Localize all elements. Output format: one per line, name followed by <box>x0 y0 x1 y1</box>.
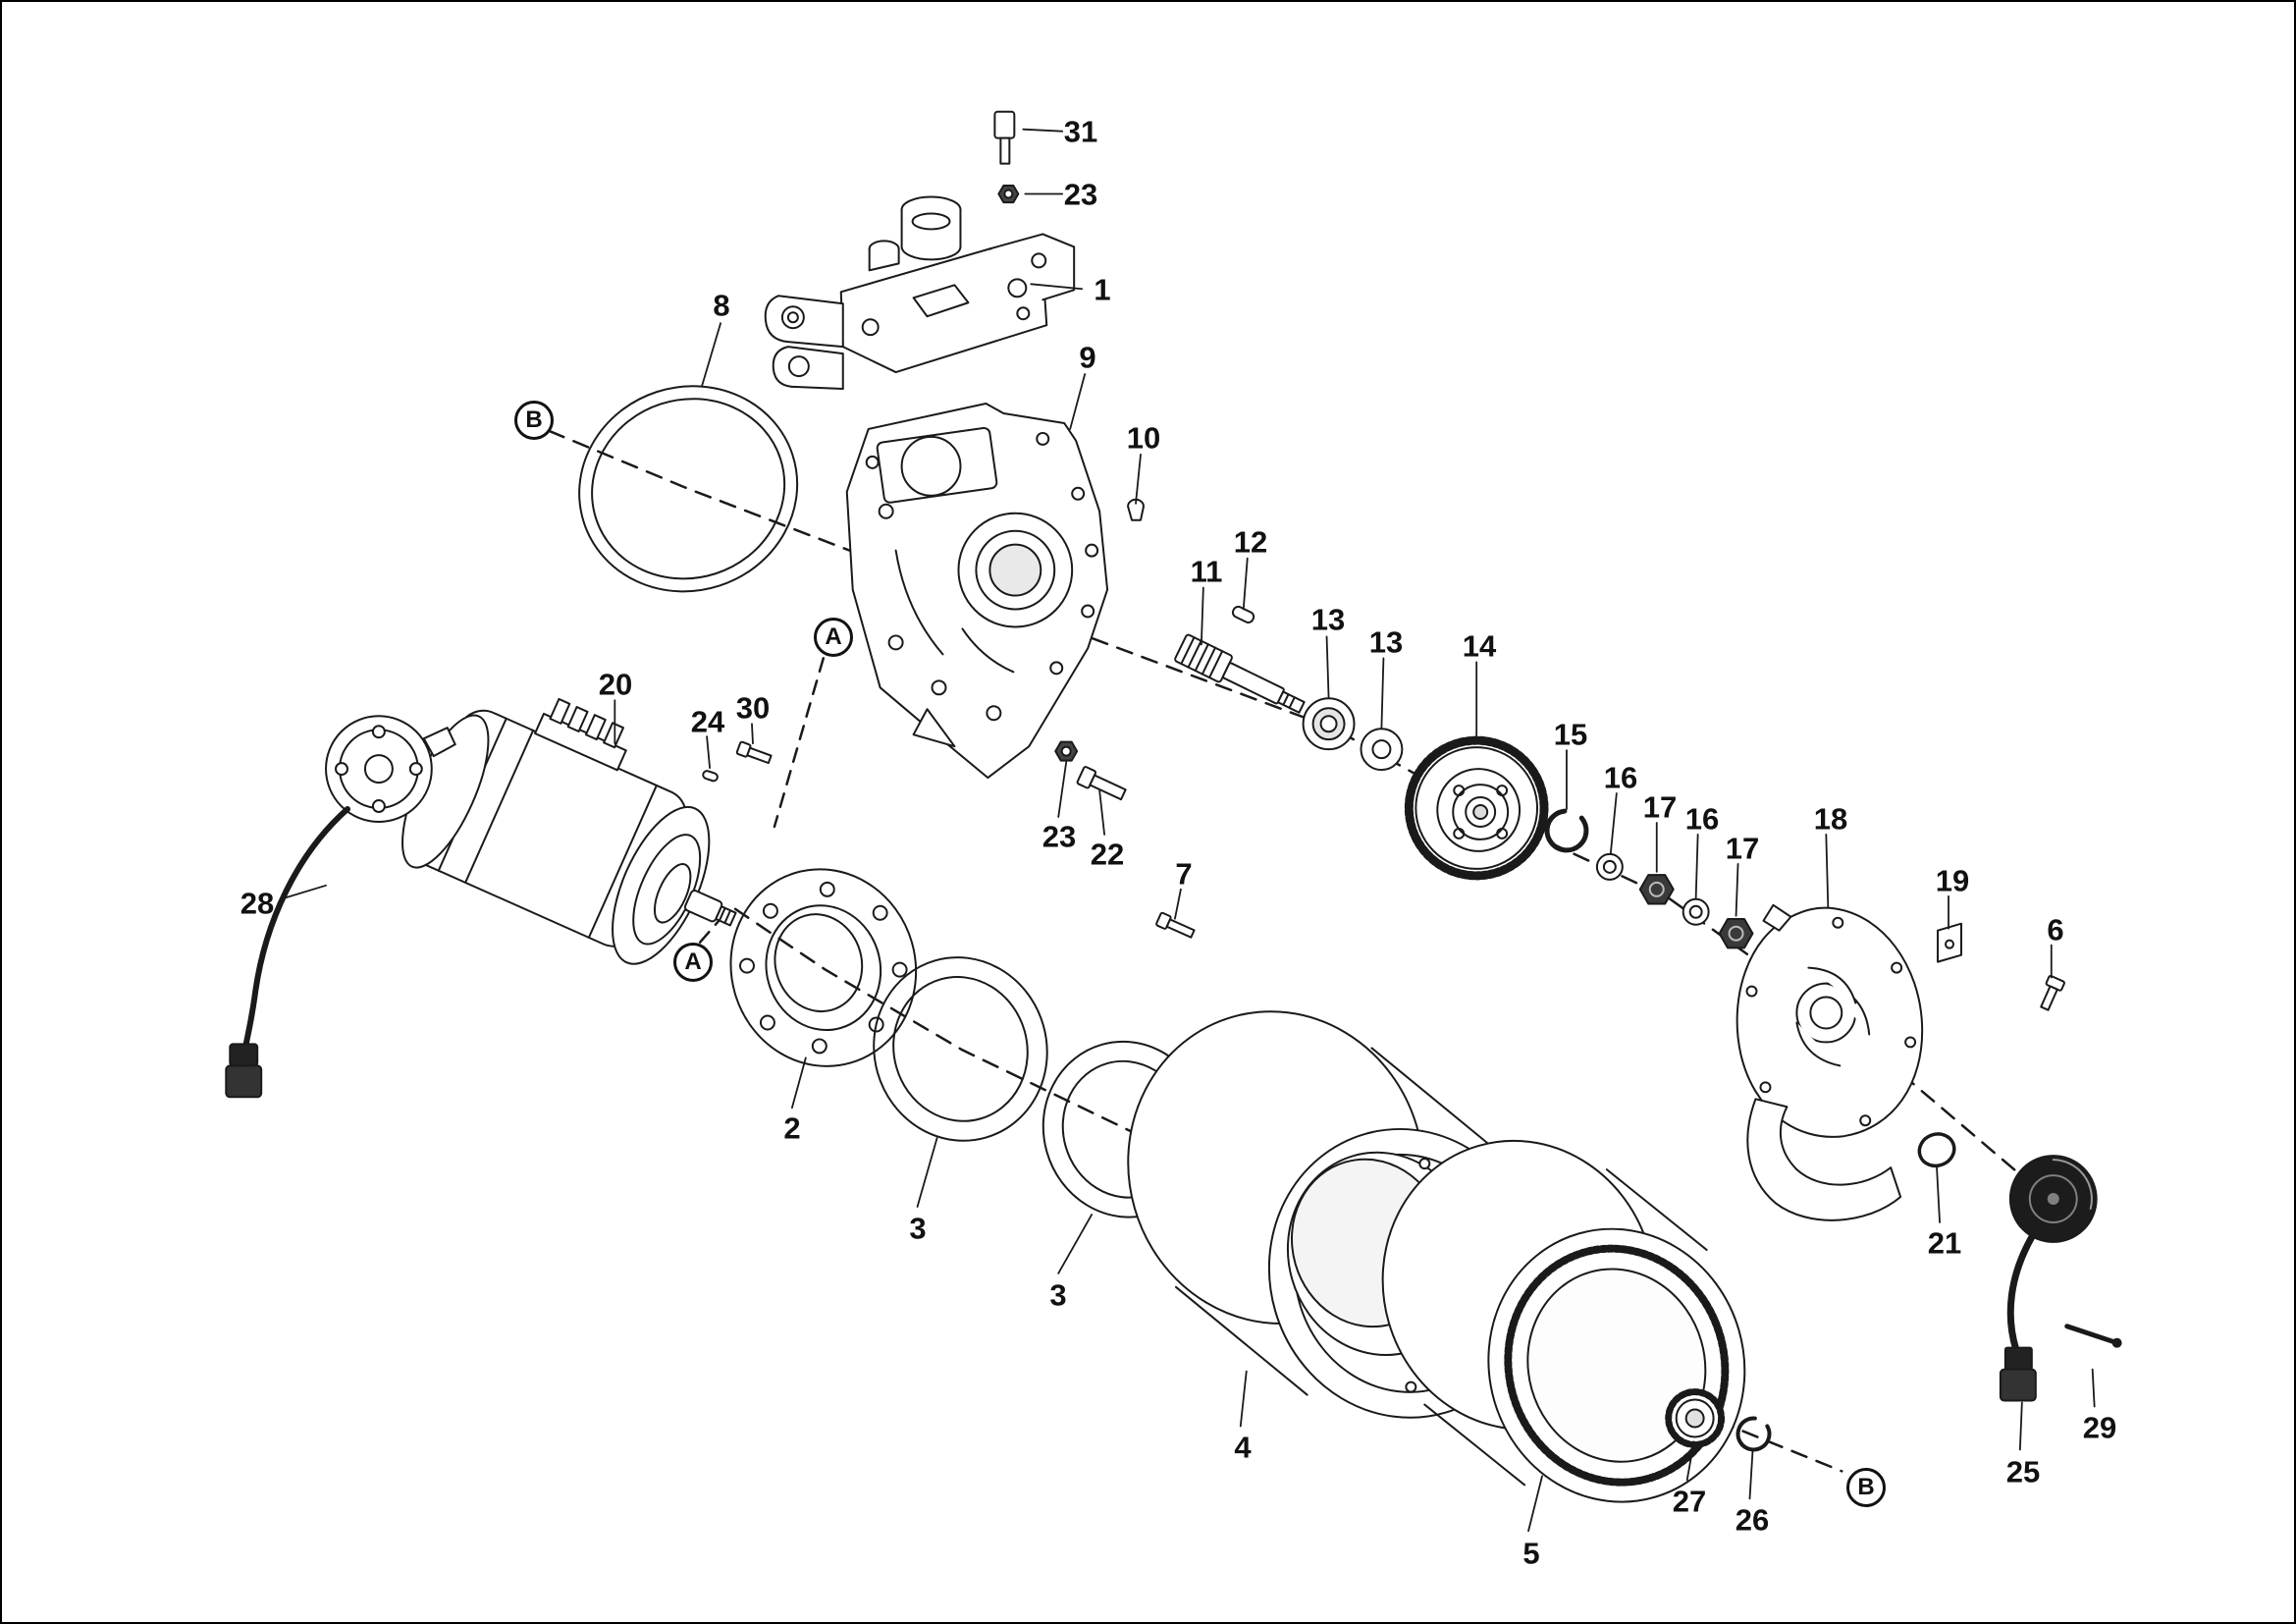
part-30-bolt <box>735 740 773 765</box>
part-1-valve-assembly <box>764 195 1076 391</box>
part-7-bolt <box>1155 911 1196 939</box>
part-23-nut-lower <box>1054 740 1079 762</box>
part-22-bolt <box>1076 766 1127 801</box>
part-19-bracket <box>1937 922 1962 963</box>
part-10-rivet <box>1127 498 1146 521</box>
part-15-snap-ring <box>1544 808 1589 853</box>
part-16-washer-a <box>1595 852 1624 881</box>
part-16-washer-b <box>1682 897 1710 926</box>
part-27-sun-gear <box>1665 1388 1726 1448</box>
part-12-pin <box>1231 605 1255 623</box>
part-2-bearing-flange <box>729 868 918 1067</box>
part-21-o-ring <box>1917 1132 1956 1168</box>
part-17-nut-b <box>1718 918 1754 949</box>
part-3-ring-a <box>873 956 1048 1142</box>
part-9-gearbox-housing <box>845 403 1109 780</box>
part-29-pin <box>2064 1324 2122 1348</box>
part-14-drive-gear <box>1404 735 1549 881</box>
part-8-seal-ring <box>578 385 799 593</box>
part-20-drive-motor <box>401 697 737 965</box>
assembly-axis-datum-a <box>698 657 826 944</box>
part-28-speed-sensor <box>225 715 456 1099</box>
part-26-snap-ring <box>1735 1416 1772 1452</box>
part-17-nut-a <box>1638 874 1675 905</box>
part-25-sensor-cap <box>1999 1155 2098 1402</box>
part-31-bolt <box>993 110 1016 165</box>
part-6-bolt <box>2040 974 2065 1011</box>
part-24-pin <box>702 770 719 783</box>
part-11-pinion-shaft <box>1174 633 1306 714</box>
leader-lines <box>280 128 2096 1533</box>
assembly-axis-lower <box>733 907 1843 1473</box>
part-13-washer <box>1360 728 1404 772</box>
part-23-nut-top <box>997 184 1020 204</box>
part-18-brake-cover <box>1735 903 1924 1221</box>
part-13-bearing <box>1302 697 1356 751</box>
